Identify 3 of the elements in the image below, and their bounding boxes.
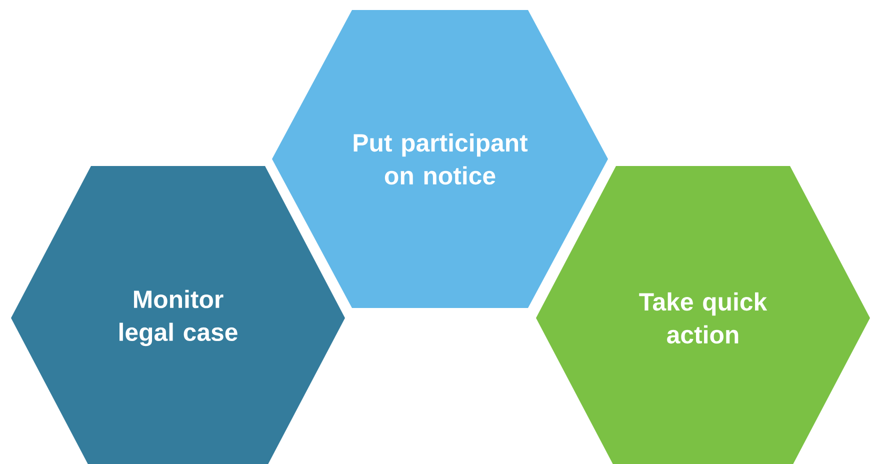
hexagon: Put participant on notice (272, 10, 608, 308)
hexagon: Take quick action (536, 166, 870, 464)
hexagon: Monitor legal case (11, 166, 345, 464)
